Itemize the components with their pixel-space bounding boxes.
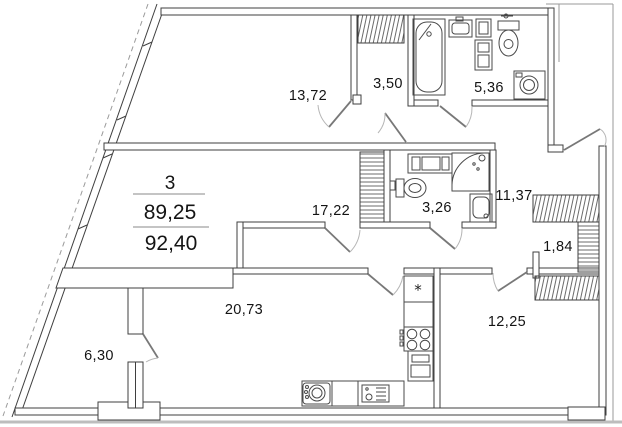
wardrobe-1-top (532, 194, 600, 223)
interior-walls (55, 14, 600, 409)
door-leaf-balcony (142, 333, 159, 359)
vent-asterisk: * (414, 281, 422, 299)
door-leaf-entrance (563, 128, 601, 151)
room-label-bedroom-middle: 17,22 (312, 203, 350, 219)
washer-cabinet-icon (407, 153, 453, 174)
door-leaf-corridor (384, 112, 407, 143)
room-label-wardrobe: 1,84 (543, 239, 573, 255)
wardrobe-hatch-blocks (357, 14, 600, 301)
wardrobe-corridor (357, 14, 405, 44)
room-label-bedroom-right: 12,25 (488, 314, 526, 330)
door-leaf-bedroom-top (328, 100, 352, 128)
toilet-icon (497, 13, 520, 57)
room-label-hallway: 11,37 (495, 188, 532, 204)
washbasin-icon (469, 193, 493, 223)
fixtures-kitchen (301, 275, 434, 407)
door-leaf-kitchen-living (367, 273, 394, 296)
door-leaf-bedroom-right (497, 271, 528, 292)
title-total-area: 92,40 (145, 232, 198, 255)
hob-icon (399, 326, 434, 352)
door-leaf-bedroom-middle (324, 227, 351, 253)
title-rooms-count: 3 (165, 173, 176, 194)
washing-machine-icon (513, 70, 546, 100)
corner-shower-icon (451, 152, 490, 192)
door-leaf-bathroom-main (439, 105, 467, 128)
room-label-bathroom-second: 3,26 (422, 200, 452, 216)
title-living-area: 89,25 (144, 201, 197, 224)
wardrobe-bedroom-middle (359, 151, 385, 223)
kitchen-sink-icon (361, 384, 390, 403)
room-label-bedroom-top: 13,72 (289, 88, 327, 104)
door-leaf-bathroom-second (429, 227, 456, 250)
fixtures-bathroom-main (412, 13, 546, 100)
bathtub-icon (412, 18, 446, 96)
cabinet-icon (474, 18, 493, 71)
room-label-bathroom-main: 5,36 (474, 80, 504, 96)
oven-icon (407, 350, 434, 382)
kitchen-cabinet-icon (403, 301, 434, 328)
wardrobe-bedroom-right (534, 275, 600, 301)
doors (142, 100, 607, 363)
building-outline (0, 3, 622, 424)
wardrobe-1-right (577, 221, 600, 273)
room-label-balcony: 6,30 (84, 348, 114, 364)
kitchen-counter (301, 380, 405, 407)
second-sink-icon (302, 382, 331, 405)
room-label-corridor: 3,50 (373, 76, 403, 92)
title-block: 3 89,25 92,40 (133, 173, 209, 255)
fixtures-bathroom-second (389, 152, 493, 223)
room-label-kitchen-living: 20,73 (225, 302, 263, 318)
washbasin-icon (448, 16, 473, 38)
toilet-icon (389, 178, 427, 198)
room-labels: 13,72 3,50 5,36 17,22 3,26 11,37 1,84 20… (84, 76, 573, 364)
